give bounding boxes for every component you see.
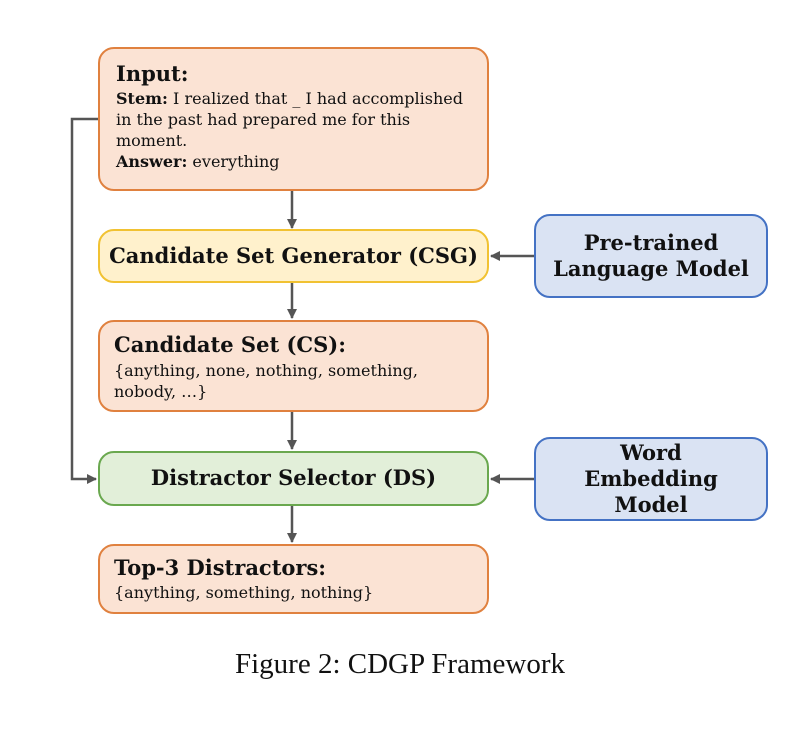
candidate-set-title: Candidate Set (CS):	[114, 332, 346, 357]
plm-box: Pre-trained Language Model	[534, 214, 768, 298]
input-title: Input:	[116, 61, 189, 86]
csg-label: Candidate Set Generator (CSG)	[109, 242, 478, 268]
top3-box: Top-3 Distractors: {anything, something,…	[98, 544, 489, 614]
top3-items: {anything, something, nothing}	[114, 583, 374, 603]
stem-text: I realized that _ I had accomplished in …	[116, 89, 463, 150]
wem-box: Word Embedding Model	[534, 437, 768, 521]
top3-title: Top-3 Distractors:	[114, 555, 327, 580]
answer-text: everything	[187, 151, 280, 171]
stem-label: Stem:	[116, 89, 168, 109]
wem-label: Word Embedding Model	[584, 439, 718, 518]
input-box: Input: Stem: I realized that _ I had acc…	[98, 47, 489, 191]
candidate-set-items: {anything, none, nothing, something, nob…	[114, 361, 418, 402]
figure-caption: Figure 2: CDGP Framework	[235, 648, 565, 680]
candidate-set-box: Candidate Set (CS): {anything, none, not…	[98, 320, 489, 412]
input-stem: Stem: I realized that _ I had accomplish…	[116, 89, 471, 151]
ds-label: Distractor Selector (DS)	[150, 465, 437, 491]
plm-label: Pre-trained Language Model	[553, 229, 749, 281]
answer-label: Answer:	[116, 151, 188, 171]
arrow-input-to-ds	[70, 117, 98, 484]
input-answer: Answer: everything	[116, 152, 471, 173]
ds-box: Distractor Selector (DS)	[98, 451, 489, 506]
csg-box: Candidate Set Generator (CSG)	[98, 229, 489, 283]
